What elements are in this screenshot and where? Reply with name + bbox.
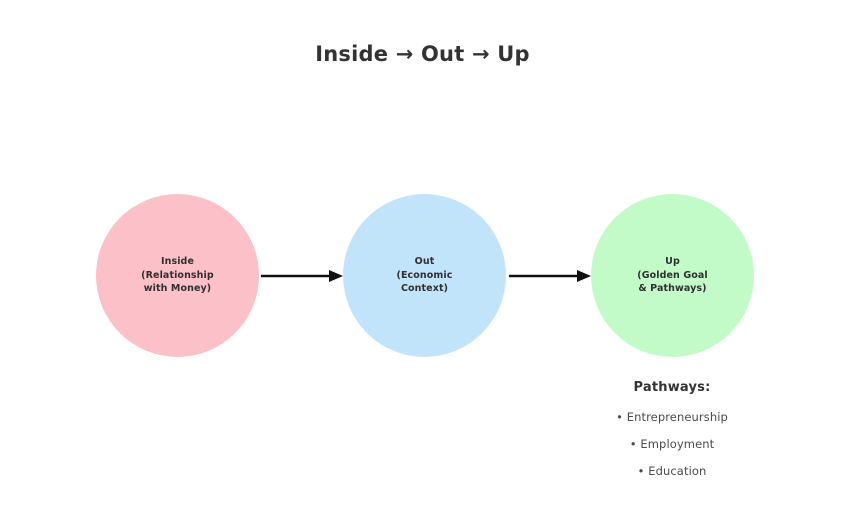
node-inside-label: Inside (Relationship with Money) (141, 255, 214, 295)
list-item: • Employment (629, 437, 715, 451)
list-item: • Entrepreneurship (616, 410, 728, 424)
arrow-out-to-up (509, 266, 591, 286)
pathways-heading: Pathways: (633, 380, 711, 395)
page-title: Inside → Out → Up (315, 42, 530, 66)
pathways-list: • Entrepreneurship • Employment • Educat… (582, 410, 762, 478)
arrow-inside-to-out (261, 266, 343, 286)
node-up-label: Up (Golden Goal & Pathways) (637, 255, 708, 295)
pathways-block: Pathways: • Entrepreneurship • Employmen… (582, 380, 762, 478)
node-out-label: Out (Economic Context) (396, 255, 453, 295)
node-out[interactable]: Out (Economic Context) (343, 194, 506, 357)
node-up[interactable]: Up (Golden Goal & Pathways) (591, 194, 754, 357)
node-inside[interactable]: Inside (Relationship with Money) (96, 194, 259, 357)
list-item: • Education (637, 464, 707, 478)
